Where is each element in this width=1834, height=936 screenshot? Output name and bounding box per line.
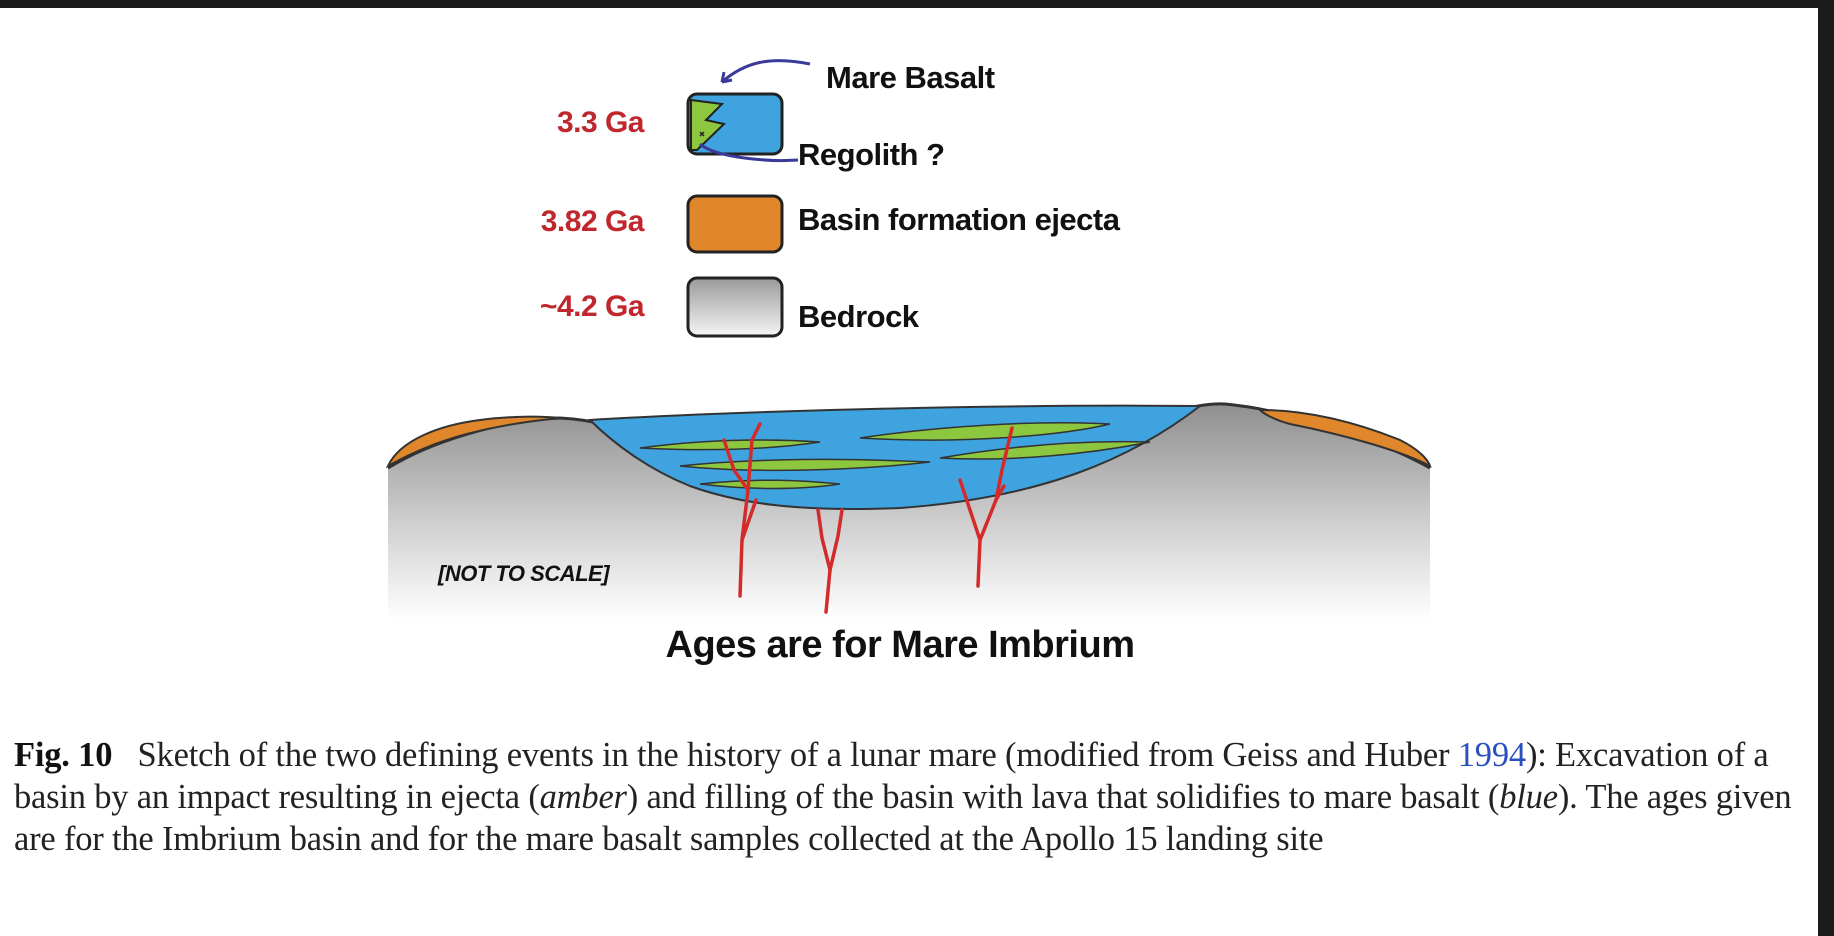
label-bedrock: Bedrock xyxy=(798,299,919,334)
figure-number: Fig. 10 xyxy=(14,736,113,774)
bedrock-swatch xyxy=(686,276,784,338)
label-ejecta: Basin formation ejecta xyxy=(798,202,1120,237)
right-border xyxy=(1818,0,1834,936)
age-bedrock: ~4.2 Ga xyxy=(539,290,645,323)
age-mare-basalt: 3.3 Ga xyxy=(556,106,645,139)
caption-blue: blue xyxy=(1499,778,1558,816)
top-border xyxy=(0,0,1834,8)
mare-basalt-swatch xyxy=(686,92,784,156)
caption-amber: amber xyxy=(539,778,627,816)
figure-caption: Fig. 10 Sketch of the two defining event… xyxy=(14,734,1814,860)
label-regolith: Regolith ? xyxy=(798,137,945,172)
citation-link[interactable]: 1994 xyxy=(1457,736,1526,774)
figure-title: Ages are for Mare Imbrium xyxy=(665,624,1135,666)
label-mare-basalt: Mare Basalt xyxy=(826,60,995,95)
basin-cross-section xyxy=(385,402,1432,620)
regolith-arrow-icon xyxy=(699,142,799,162)
caption-text-1: Sketch of the two defining events in the… xyxy=(137,736,1458,774)
figure: 3.3 Ga 3.82 Ga ~4.2 Ga Mare Basalt Regol… xyxy=(385,59,1432,666)
figure-sketch xyxy=(385,59,1432,620)
age-ejecta: 3.82 Ga xyxy=(540,205,645,238)
caption-text-3: ) and filling of the basin with lava tha… xyxy=(626,778,1500,816)
dike-lines xyxy=(722,422,1014,614)
caption-text-2: ): Excavation of a basin by an impact re… xyxy=(14,736,1769,816)
not-to-scale-note: [NOT TO SCALE] xyxy=(438,561,610,586)
caption-text-4: ). The ages given are for the Imbrium ba… xyxy=(14,778,1792,858)
ejecta-left xyxy=(385,415,561,469)
ejecta-right xyxy=(1257,408,1432,469)
basalt-arrow-icon xyxy=(721,59,811,84)
ejecta-swatch xyxy=(686,194,784,254)
